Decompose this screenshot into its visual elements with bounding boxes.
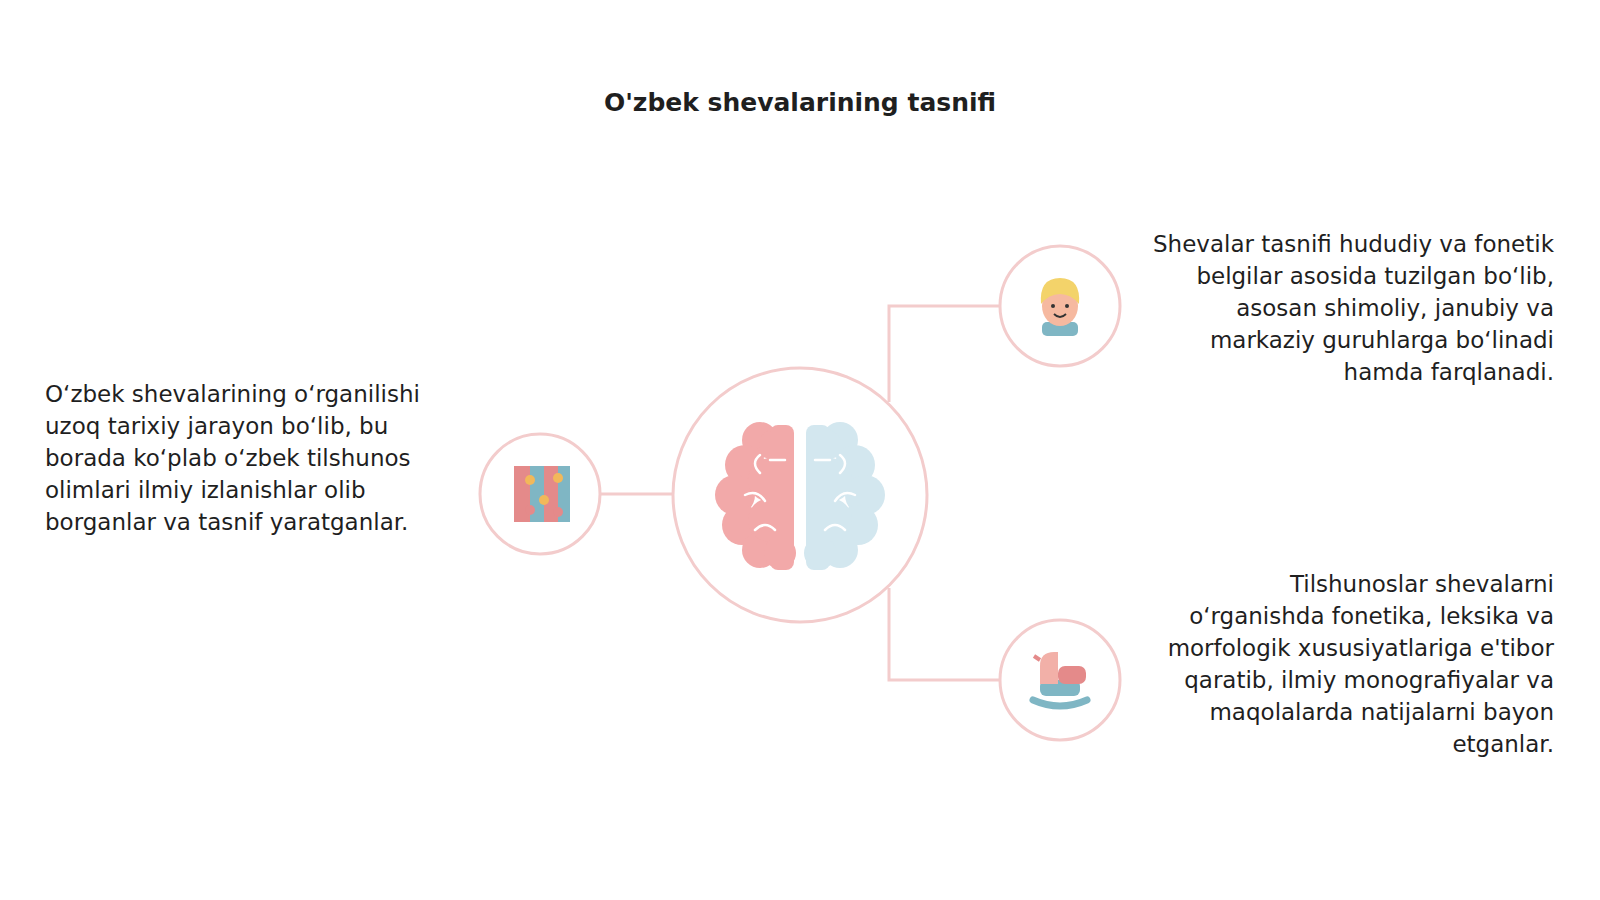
puzzle-icon: [514, 466, 570, 522]
circles: [480, 246, 1120, 740]
description-text: O‘zbek shevalarining o‘rganilishi uzoq t…: [45, 378, 430, 538]
description-text: Shevalar tasnifi hududiy va fonetik belg…: [1150, 228, 1554, 388]
connector-lines: [601, 306, 999, 680]
child-icon: [1041, 278, 1079, 336]
description-text: Tilshunoslar shevalarni o‘rganishda fone…: [1150, 568, 1554, 760]
rocking-horse-icon: [1033, 652, 1087, 706]
diagram-title: O'zbek shevalarining tasnifi: [400, 88, 1200, 117]
brain-icon: [715, 422, 885, 570]
